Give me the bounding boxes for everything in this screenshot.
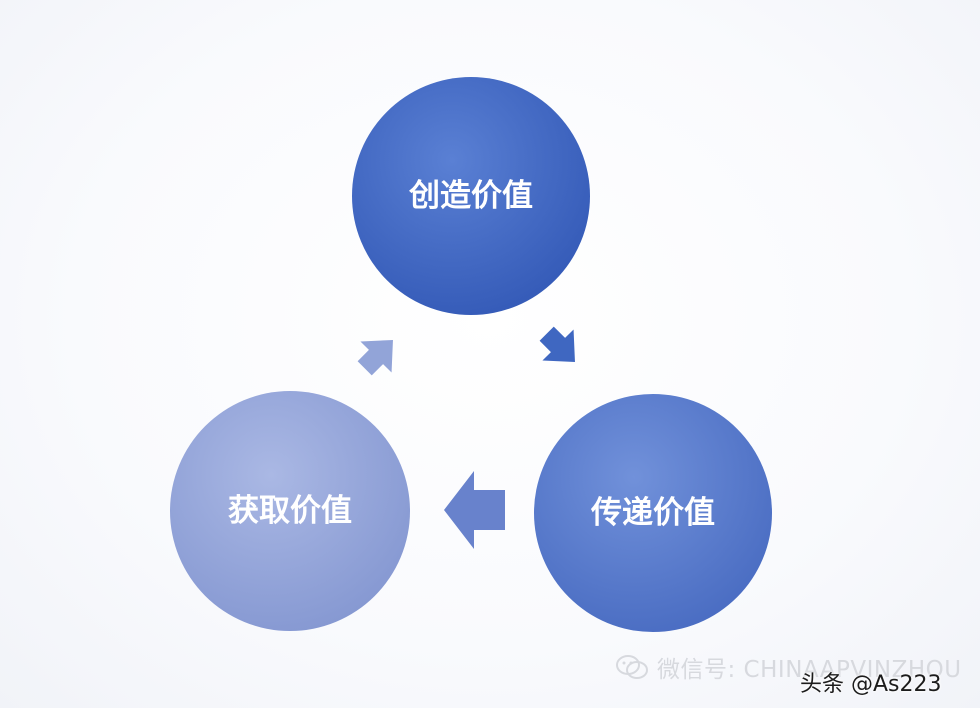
node-deliver-value — [534, 394, 772, 632]
arrow-capture-to-create — [357, 340, 393, 376]
wechat-watermark: 微信号: CHINAAPVINZHOU — [615, 650, 962, 684]
node-create-value — [352, 77, 590, 315]
wechat-watermark-text: 微信号: CHINAAPVINZHOU — [657, 657, 962, 683]
arrow-deliver-to-capture — [444, 471, 505, 549]
node-create-value-label: 创造价值 — [408, 178, 533, 214]
node-capture-value-label: 获取价值 — [228, 493, 352, 529]
source-watermark: 头条 @As223 — [800, 672, 942, 697]
node-deliver-value-label: 传递价值 — [590, 495, 715, 531]
arrow-create-to-deliver — [539, 326, 575, 362]
wechat-icon — [616, 655, 648, 679]
node-capture-value — [170, 391, 410, 631]
